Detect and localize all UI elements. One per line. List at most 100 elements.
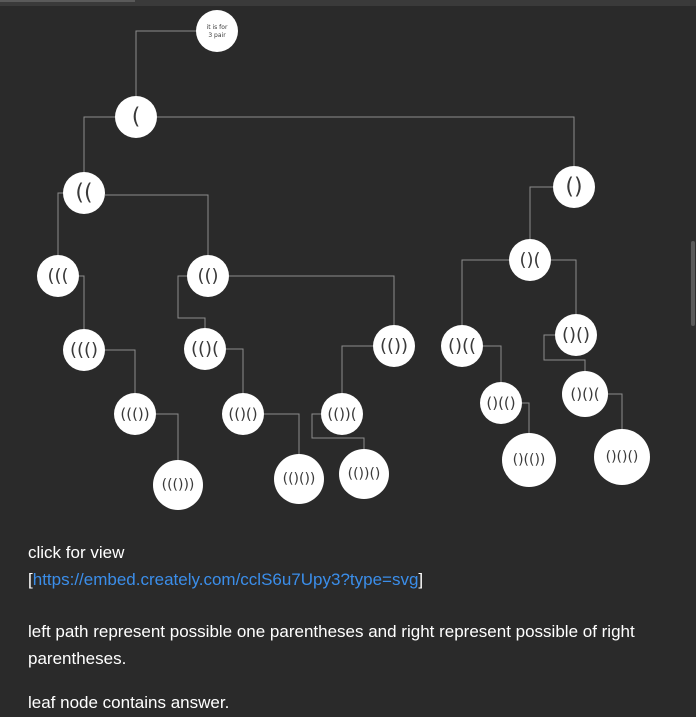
tree-node-label: ((( <box>47 266 68 287</box>
tree-edge-n12-n17 <box>156 413 179 460</box>
tree-node-n7[interactable]: ((() <box>63 329 105 371</box>
tree-node-circle[interactable] <box>114 393 156 435</box>
tree-node-circle[interactable] <box>274 454 324 504</box>
tree-node-circle[interactable] <box>509 239 551 281</box>
tree-edge-n4-n7 <box>79 275 85 329</box>
tree-node-circle[interactable] <box>222 393 264 435</box>
scrollbar-thumb[interactable] <box>691 241 695 326</box>
tree-edge-n3-n6 <box>529 186 553 239</box>
tree-edge-n13-n18 <box>264 413 300 454</box>
tree-node-label: ( <box>132 105 141 130</box>
tree-node-circle[interactable] <box>115 96 157 138</box>
tree-node-circle[interactable] <box>63 172 105 214</box>
tree-node-label: (()) <box>380 336 408 357</box>
tree-node-circle[interactable] <box>441 325 483 367</box>
tree-node-n21[interactable]: ()()() <box>594 429 650 485</box>
tree-node-n2[interactable]: (( <box>63 172 105 214</box>
tree-node-n8[interactable]: (()( <box>184 328 226 370</box>
tree-node-n4[interactable]: ((( <box>37 255 79 297</box>
tree-node-label: ()(() <box>486 394 515 412</box>
tree-node-circle[interactable] <box>339 449 389 499</box>
tree-node-n13[interactable]: (()() <box>222 393 264 435</box>
click-for-view-text: click for view <box>28 543 125 562</box>
tree-edge-n15-n20 <box>522 402 530 433</box>
tree-edge-n1-n2 <box>83 116 115 172</box>
tree-edge-n7-n12 <box>105 349 136 393</box>
link-paragraph: click for view [https://embed.creately.c… <box>28 539 668 593</box>
tree-node-n18[interactable]: (()()) <box>274 454 324 504</box>
tree-edge-n6-n10 <box>461 259 509 325</box>
tree-node-n12[interactable]: ((()) <box>114 393 156 435</box>
tree-node-n14[interactable]: (())( <box>321 393 363 435</box>
tree-node-n1[interactable]: ( <box>115 96 157 138</box>
tree-node-n9[interactable]: (()) <box>373 325 415 367</box>
tree-edge-n8-n13 <box>226 348 244 393</box>
tree-node-n19[interactable]: (())() <box>339 449 389 499</box>
tree-edge-n9-n14 <box>341 345 373 393</box>
top-bar-accent <box>0 0 135 2</box>
tree-node-n6[interactable]: ()( <box>509 239 551 281</box>
tree-node-label: ((()) <box>120 405 149 423</box>
leaf-note-paragraph: leaf node contains answer. <box>28 693 230 712</box>
tree-node-label: ()(( <box>448 336 476 357</box>
tree-node-label: () <box>565 175 582 200</box>
tree-edge-n5-n8 <box>177 275 206 328</box>
window-top-bar <box>0 0 696 6</box>
tree-node-label: ()() <box>562 325 590 346</box>
tree-node-label: (())() <box>348 466 381 482</box>
tree-node-circle[interactable] <box>562 371 608 417</box>
tree-node-n17[interactable]: ((())) <box>153 460 203 510</box>
tree-node-n16[interactable]: ()()( <box>562 371 608 417</box>
tree-edge-root-n1 <box>135 30 196 96</box>
link-line: [https://embed.creately.com/cclS6u7Upy3?… <box>28 566 668 593</box>
tree-node-circle[interactable] <box>63 329 105 371</box>
tree-edge-n16-n21 <box>608 393 623 429</box>
link-open-bracket: [ <box>28 570 33 589</box>
tree-node-circle[interactable] <box>153 460 203 510</box>
vertical-scrollbar[interactable] <box>690 6 696 717</box>
tree-node-label: (()()) <box>283 471 316 487</box>
tree-edge-n11-n16 <box>543 334 586 371</box>
tree-node-n3[interactable]: () <box>553 166 595 208</box>
tree-edges <box>57 30 623 460</box>
tree-node-label: (()() <box>228 405 257 423</box>
diagram-link[interactable]: https://embed.creately.com/cclS6u7Upy3?t… <box>32 570 419 589</box>
tree-node-n20[interactable]: ()(()) <box>502 433 556 487</box>
tree-node-circle[interactable] <box>37 255 79 297</box>
tree-node-circle[interactable] <box>321 393 363 435</box>
tree-node-circle[interactable] <box>502 433 556 487</box>
tree-node-circle[interactable] <box>553 166 595 208</box>
tree-edge-n5-n9 <box>229 275 395 325</box>
tree-node-circle[interactable] <box>555 314 597 356</box>
tree-node-label: ()(()) <box>513 452 546 468</box>
link-close-bracket: ] <box>418 570 424 589</box>
tree-node-circle[interactable] <box>187 255 229 297</box>
tree-node-label: ()()() <box>606 449 639 465</box>
tree-node-circle[interactable] <box>594 429 650 485</box>
tree-node-n5[interactable]: (() <box>187 255 229 297</box>
tree-node-circle[interactable] <box>373 325 415 367</box>
tree-edge-n1-n3 <box>157 116 575 166</box>
tree-node-circle[interactable] <box>184 328 226 370</box>
tree-node-label: (( <box>75 181 92 206</box>
tree-node-circle[interactable] <box>196 10 238 52</box>
tree-edge-n2-n5 <box>105 194 209 255</box>
tree-edge-n10-n15 <box>483 345 502 382</box>
tree-edge-n14-n19 <box>311 413 365 449</box>
tree-node-label: (()( <box>191 339 219 360</box>
tree-edge-n2-n4 <box>57 192 63 255</box>
tree-node-label: (() <box>197 266 218 287</box>
tree-node-label: ((() <box>70 340 98 361</box>
tree-node-circle[interactable] <box>480 382 522 424</box>
tree-node-label: ()( <box>519 250 540 271</box>
tree-node-label: ()()( <box>570 385 599 403</box>
tree-node-label: ((())) <box>162 477 195 493</box>
tree-node-n11[interactable]: ()() <box>555 314 597 356</box>
tree-node-n10[interactable]: ()(( <box>441 325 483 367</box>
explanation-paragraph: left path represent possible one parenth… <box>28 622 635 668</box>
tree-node-n15[interactable]: ()(() <box>480 382 522 424</box>
